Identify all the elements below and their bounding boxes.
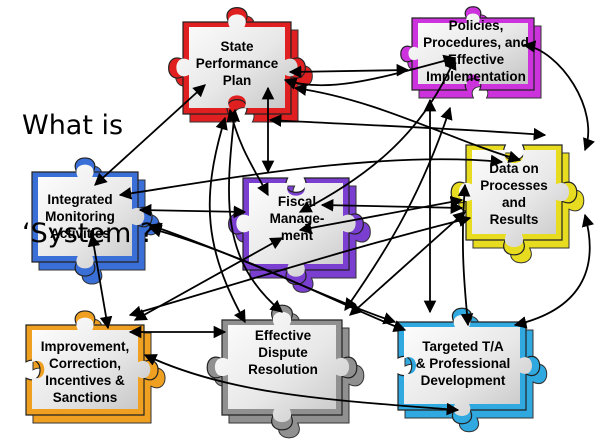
label-line: Correction, <box>48 356 121 371</box>
label-line: Procedures, and <box>423 35 529 50</box>
label-line: Performance <box>195 56 279 71</box>
diagram-title: What is ‘System ?’ <box>22 36 163 324</box>
label-line: ment <box>280 228 314 243</box>
label-line: Resolution <box>248 362 318 377</box>
piece-label-integrated-monitoring: Integrated Monitoring Activities <box>30 191 130 242</box>
piece-label-state-performance-plan: State Performance Plan <box>187 38 287 89</box>
piece-label-policies: Policies, Procedures, and Effective Impl… <box>412 17 540 85</box>
piece-label-data-on-processes: Data on Processes and Results <box>466 160 562 228</box>
label-line: Implementation <box>426 69 526 84</box>
label-line: Manage- <box>269 211 325 226</box>
puzzle-piece-improvement <box>25 310 166 424</box>
label-line: Improvement, <box>40 339 130 354</box>
title-line-1: What is <box>22 110 124 141</box>
piece-label-effective-dispute-resolution: Effective Dispute Resolution <box>233 327 333 378</box>
label-line: Policies, <box>448 18 504 33</box>
label-line: Processes <box>480 178 548 193</box>
label-line: Development <box>420 373 506 388</box>
piece-face <box>176 14 298 109</box>
piece-label-fiscal-management: Fiscal Manage- ment <box>252 193 342 244</box>
label-line: Targeted T/A <box>422 339 504 354</box>
label-line: Effective <box>254 328 312 343</box>
label-line: Dispute <box>258 345 308 360</box>
label-line: Incentives & <box>45 373 125 388</box>
label-line: Plan <box>222 73 252 88</box>
label-line: Results <box>489 212 539 227</box>
label-line: & Professional <box>415 356 511 371</box>
label-line: Fiscal <box>277 194 317 209</box>
label-line: Monitoring <box>45 209 115 224</box>
label-line: Integrated <box>47 192 113 207</box>
piece-face <box>38 164 145 269</box>
label-line: Data on <box>489 161 539 176</box>
piece-label-improvement: Improvement, Correction, Incentives & Sa… <box>29 338 141 406</box>
label-line: Effective <box>447 52 505 67</box>
piece-label-targeted-ta: Targeted T/A & Professional Development <box>403 338 523 389</box>
piece-face <box>32 317 151 409</box>
label-line: and <box>501 195 526 210</box>
label-line: State <box>220 39 254 54</box>
label-line: Sanctions <box>52 390 118 405</box>
label-line: Activities <box>49 226 111 241</box>
